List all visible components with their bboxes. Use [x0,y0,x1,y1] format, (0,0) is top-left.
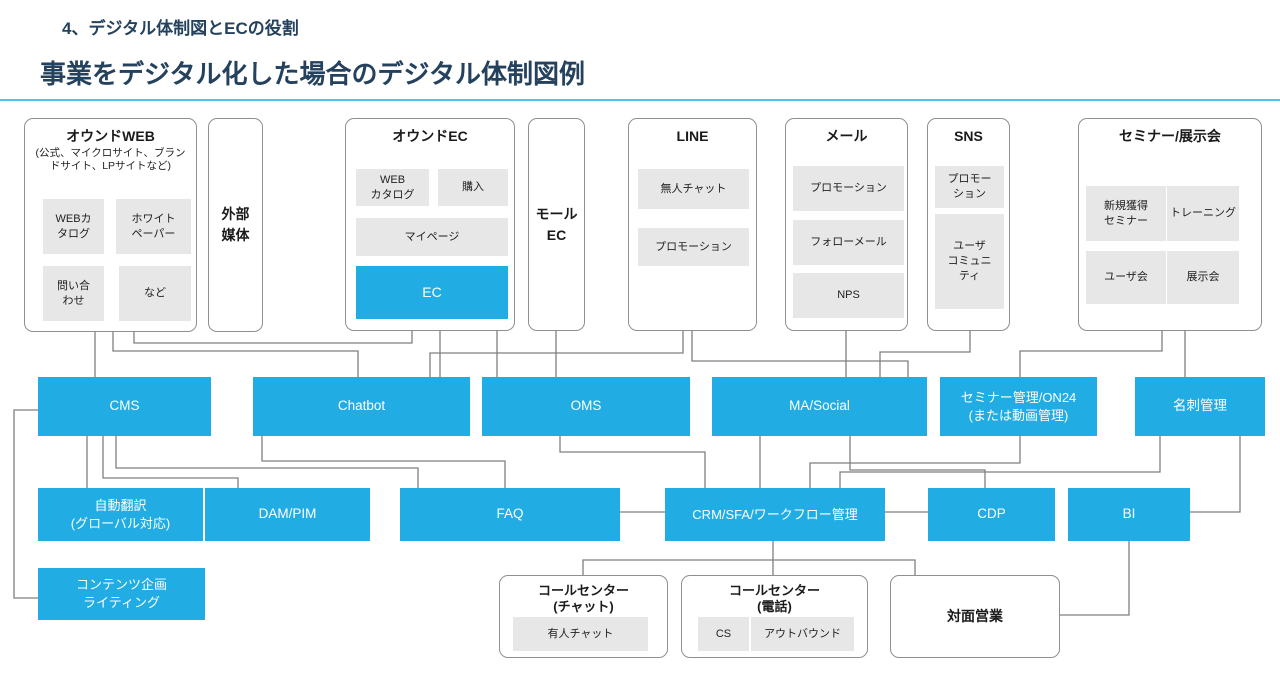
channel-item-user-meeting: ユーザ会 [1086,251,1166,304]
channel-item-unmanned-chat: 無人チャット [638,169,749,209]
system-dam-pim: DAM/PIM [205,488,370,541]
channel-owned-web-subtitle: (公式、マイクロサイト、ブラン ドサイト、LPサイトなど) [35,146,186,173]
system-cdp: CDP [928,488,1055,541]
channel-item-user-community: ユーザ コミュニ ティ [935,214,1004,309]
channel-line: LINE 無人チャット プロモーション [628,118,757,331]
channel-item-training: トレーニング [1167,186,1239,241]
dept-callcenter-phone: コールセンター (電話) CS アウトバウンド [681,575,868,658]
channel-item-web-catalog-ec: WEB カタログ [356,169,429,206]
channel-item-sns-promotion: プロモー ション [935,166,1004,208]
channel-item-etc: など [119,266,191,321]
dept-item-cs: CS [698,617,749,651]
system-content-planning: コンテンツ企画 ライティング [38,568,205,620]
system-ma-social: MA/Social [712,377,927,436]
system-auto-translation: 自動翻訳 (グローバル対応) [38,488,203,541]
dept-field-sales: 対面営業 [890,575,1060,658]
channel-item-ec-highlight: EC [356,266,508,319]
channel-item-inquiry: 問い合 わせ [43,266,104,321]
system-seminar-mgmt: セミナー管理/ON24 (または動画管理) [940,377,1097,436]
channel-owned-ec: オウンドEC WEB カタログ 購入 マイページ EC [345,118,515,331]
system-faq: FAQ [400,488,620,541]
channel-item-nps: NPS [793,273,904,318]
title-divider [0,99,1280,101]
channel-item-follow-mail: フォローメール [793,220,904,265]
channel-item-line-promotion: プロモーション [638,228,749,266]
channel-owned-ec-title: オウンドEC [392,128,468,144]
dept-callcenter-phone-title: コールセンター (電話) [728,583,820,614]
page-title: 事業をデジタル化した場合のデジタル体制図例 [40,59,585,89]
channel-item-web-catalog: WEBカ タログ [43,199,104,254]
channel-item-whitepaper: ホワイト ペーパー [116,199,191,254]
channel-item-mypage: マイページ [356,218,508,256]
channel-mail-title: メール [825,128,868,144]
system-bi: BI [1068,488,1190,541]
channel-mall-ec: モール EC [528,118,585,331]
dept-callcenter-chat-title: コールセンター (チャット) [537,583,629,614]
dept-item-outbound: アウトバウンド [751,617,854,651]
channel-seminar: セミナー/展示会 新規獲得 セミナー トレーニング ユーザ会 展示会 [1078,118,1262,331]
channel-item-new-seminar: 新規獲得 セミナー [1086,186,1166,241]
dept-item-manned-chat: 有人チャット [513,617,648,651]
channel-line-title: LINE [676,128,709,144]
channel-item-mail-promotion: プロモーション [793,166,904,211]
system-cms: CMS [38,377,211,436]
channel-mail: メール プロモーション フォローメール NPS [785,118,908,331]
system-crm-sfa: CRM/SFA/ワークフロー管理 [665,488,885,541]
channel-owned-web-title: オウンドWEB [66,128,155,144]
channel-item-purchase: 購入 [438,169,508,206]
channel-external-media: 外部 媒体 [208,118,263,332]
system-card-mgmt: 名刺管理 [1135,377,1265,436]
system-chatbot: Chatbot [253,377,470,436]
channel-item-exhibition: 展示会 [1167,251,1239,304]
channel-seminar-title: セミナー/展示会 [1119,128,1221,144]
section-kicker: 4、デジタル体制図とECの役割 [62,19,299,38]
channel-sns-title: SNS [954,128,983,144]
channel-sns: SNS プロモー ション ユーザ コミュニ ティ [927,118,1010,331]
system-oms: OMS [482,377,690,436]
channel-owned-web: オウンドWEB (公式、マイクロサイト、ブラン ドサイト、LPサイトなど) WE… [24,118,197,332]
dept-callcenter-chat: コールセンター (チャット) 有人チャット [499,575,668,658]
